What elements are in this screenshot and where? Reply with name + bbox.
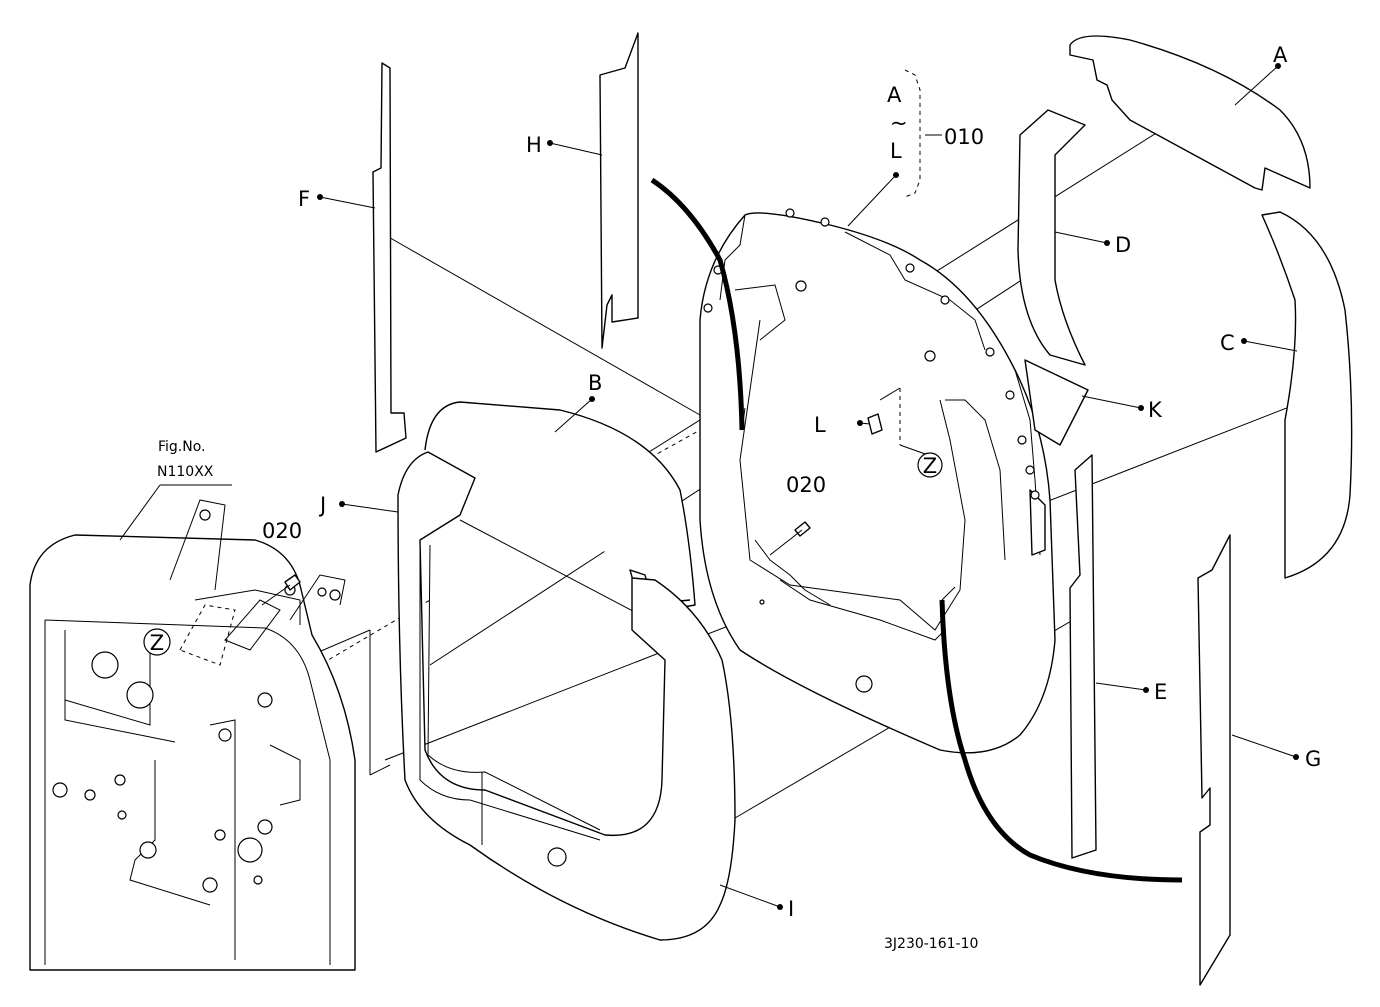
part-j [397, 451, 736, 941]
part-b [424, 401, 696, 613]
leader-dots [317, 63, 1299, 910]
view-marker-left: Z [143, 628, 171, 656]
assembly-range-bottom: L [890, 139, 902, 163]
label-i: I [788, 897, 794, 921]
part-labels: A D C K E G F H B J I L A ~ L 010 020 02… [157, 43, 1321, 952]
view-marker-left-text: Z [150, 631, 164, 655]
leader-lines [119, 65, 1298, 908]
clip-l [867, 413, 883, 435]
label-j: J [318, 493, 326, 517]
part-g [1197, 534, 1231, 986]
part-h [599, 32, 639, 349]
part-a [1069, 35, 1311, 191]
shroud-assembly [699, 208, 1056, 754]
assembly-code: 010 [944, 125, 984, 149]
fig-ref-number: N110XX [157, 464, 214, 480]
part-k [1024, 359, 1089, 446]
label-g: G [1305, 747, 1321, 771]
fastener-code-left: 020 [262, 519, 302, 543]
label-c: C [1220, 331, 1235, 355]
hoses [650, 177, 1183, 883]
label-h: H [526, 133, 542, 157]
assembly-range-sep: ~ [890, 111, 908, 135]
label-k: K [1148, 398, 1163, 422]
label-b: B [588, 371, 602, 395]
part-c [1261, 211, 1353, 579]
part-f [372, 62, 407, 453]
assembly-range-top: A [887, 83, 902, 107]
part-d [1017, 109, 1086, 366]
label-f: F [298, 187, 310, 211]
part-e [1069, 454, 1097, 859]
fig-ref-prefix: Fig.No. [158, 439, 206, 455]
assembly-bracket [904, 69, 921, 198]
label-a: A [1273, 43, 1288, 67]
fasteners [179, 387, 929, 666]
label-e: E [1154, 680, 1167, 704]
label-d: D [1115, 233, 1131, 257]
view-marker-right: Z [917, 452, 943, 478]
fastener-code-right: 020 [786, 473, 826, 497]
frame-assembly [29, 499, 356, 971]
drawing-reference-number: 3J230-161-10 [884, 936, 978, 952]
label-l: L [814, 413, 826, 437]
view-marker-right-text: Z [923, 454, 937, 478]
